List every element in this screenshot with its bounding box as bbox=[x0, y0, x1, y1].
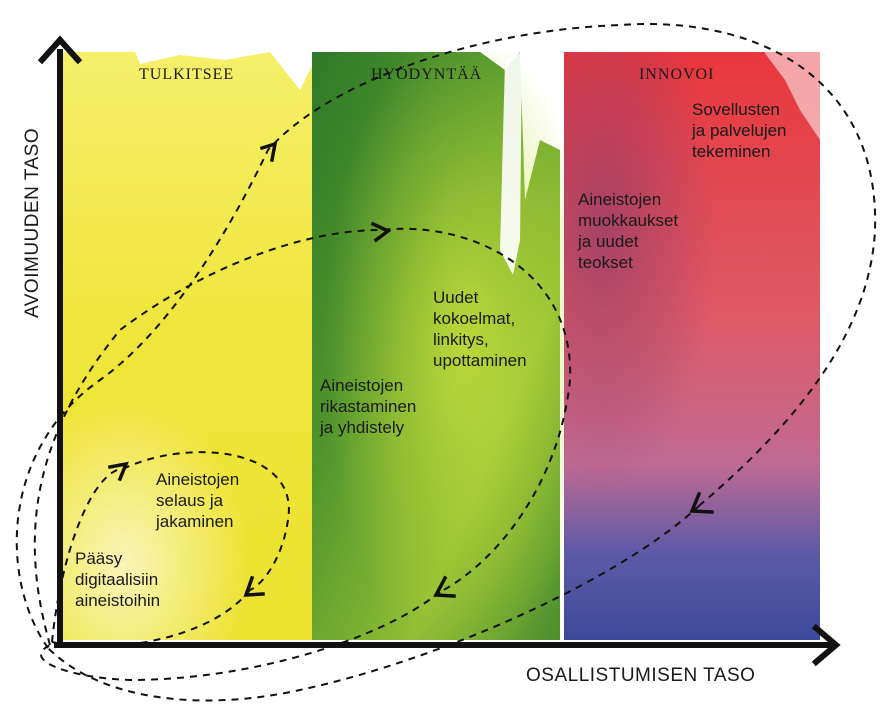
loop-medium bbox=[33, 227, 572, 646]
arrowhead-small-down bbox=[243, 575, 265, 597]
zone-tulkitsee-wash bbox=[60, 52, 315, 640]
loop-small-tail bbox=[51, 589, 251, 648]
arrow-heads bbox=[107, 141, 714, 598]
loop-small bbox=[51, 451, 290, 643]
zone-innovoi-wash bbox=[564, 52, 820, 640]
loop-medium-tail bbox=[40, 591, 441, 682]
x-axis-arrowhead bbox=[811, 623, 841, 667]
dashed-loops bbox=[15, 23, 877, 702]
zone-title-innovoi: INNOVOI bbox=[639, 66, 715, 83]
y-axis-title: AVOIMUUDEN TASO bbox=[22, 127, 43, 318]
zone-title-tulkitsee: TULKITSEE bbox=[139, 66, 235, 83]
axes bbox=[37, 35, 841, 667]
arrowhead-medium-down bbox=[433, 575, 456, 598]
zone-title-hyodyntaa: HYÖDYNTÄÄ bbox=[371, 66, 483, 83]
arrowhead-large-up bbox=[259, 141, 278, 163]
arrowhead-large-down bbox=[689, 491, 714, 514]
loop-large-tail bbox=[47, 504, 701, 702]
arrowhead-small-up bbox=[107, 461, 129, 482]
zone-hyodyntaa-wash bbox=[312, 52, 564, 640]
arrowhead-medium-right bbox=[370, 221, 392, 243]
loop-large bbox=[15, 23, 877, 649]
y-axis-arrowhead bbox=[37, 35, 83, 65]
x-axis-title: OSALLISTUMISEN TASO bbox=[526, 665, 756, 686]
